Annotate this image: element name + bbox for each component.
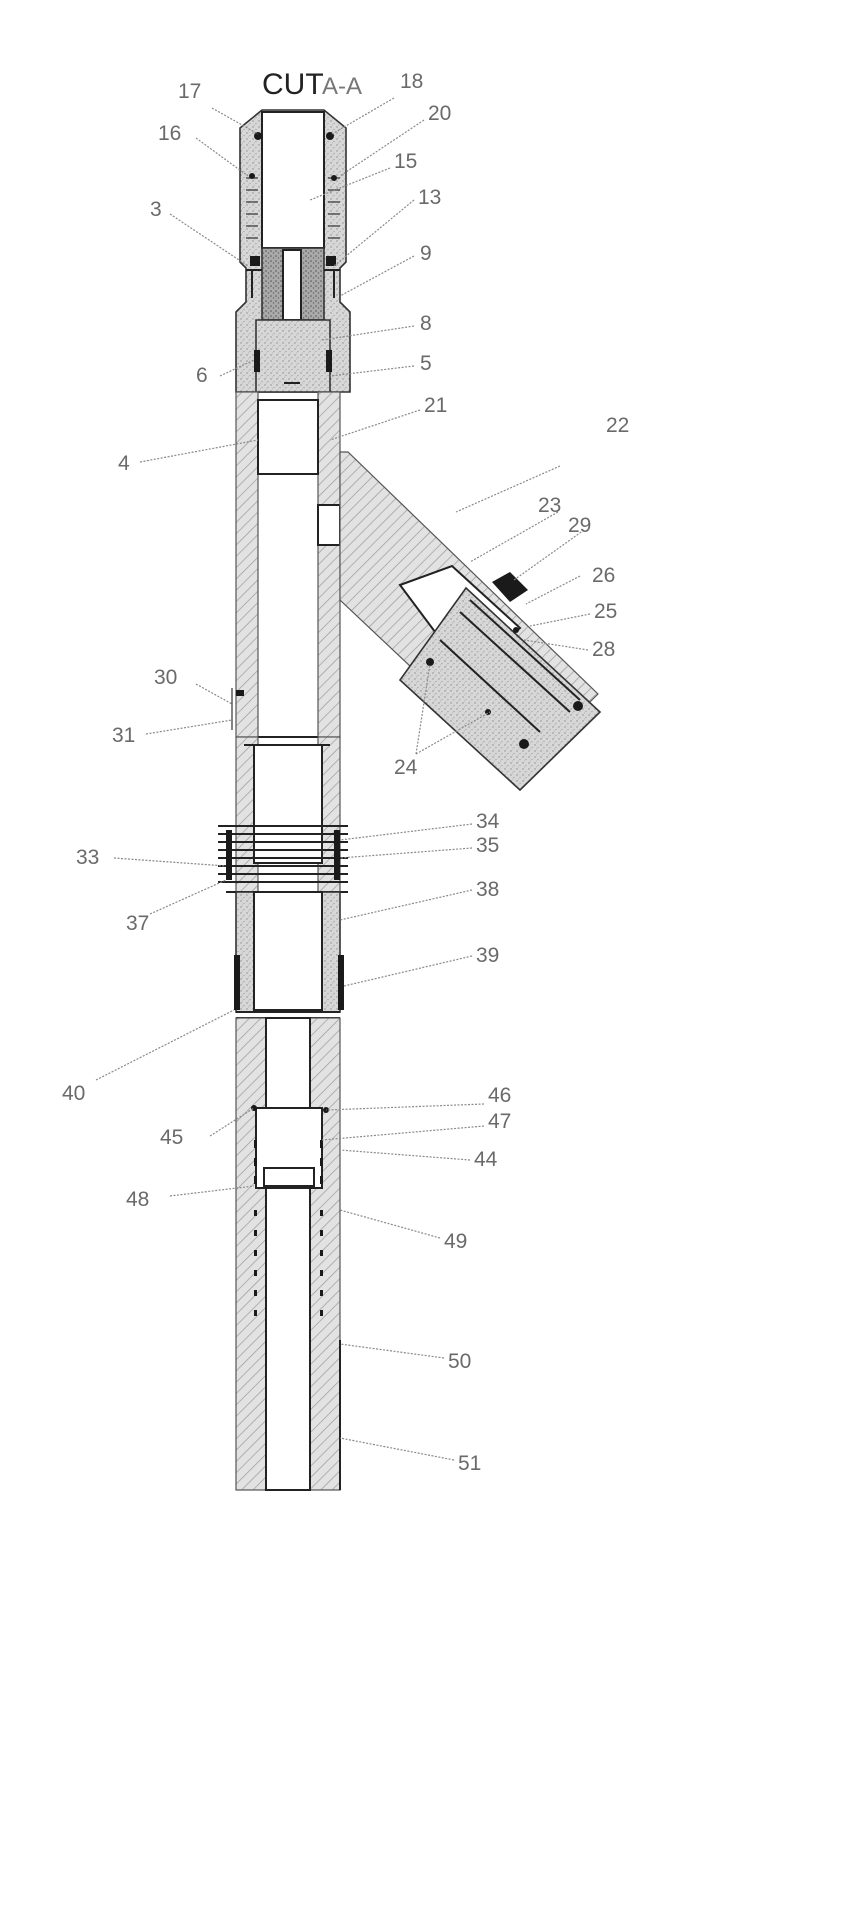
label-37: 37 (126, 912, 149, 935)
label-29: 29 (568, 514, 591, 537)
label-31: 31 (112, 724, 135, 747)
reference-numerals: 17 18 16 20 15 3 13 9 8 6 5 4 21 22 23 2… (62, 70, 629, 1475)
label-50: 50 (448, 1350, 471, 1373)
label-39: 39 (476, 944, 499, 967)
label-9: 9 (420, 242, 432, 265)
label-6: 6 (196, 364, 208, 387)
label-15: 15 (394, 150, 417, 173)
label-51: 51 (458, 1452, 481, 1475)
label-24: 24 (394, 756, 418, 779)
top-cap-assembly (236, 110, 350, 392)
title-section: A-A (322, 73, 362, 100)
label-20: 20 (428, 102, 451, 125)
label-33: 33 (76, 846, 99, 869)
label-46: 46 (488, 1084, 511, 1107)
label-44: 44 (474, 1148, 498, 1171)
label-28: 28 (592, 638, 615, 661)
label-5: 5 (420, 352, 432, 375)
label-3: 3 (150, 198, 162, 221)
label-30: 30 (154, 666, 177, 689)
label-49: 49 (444, 1230, 467, 1253)
label-34: 34 (476, 810, 500, 833)
label-25: 25 (594, 600, 617, 623)
label-40: 40 (62, 1082, 85, 1105)
label-16: 16 (158, 122, 181, 145)
label-22: 22 (606, 414, 629, 437)
label-26: 26 (592, 564, 615, 587)
label-38: 38 (476, 878, 499, 901)
label-17: 17 (178, 80, 201, 103)
label-48: 48 (126, 1188, 149, 1211)
main-body (218, 392, 348, 1490)
label-21: 21 (424, 394, 447, 417)
title-cut: CUT (262, 68, 324, 101)
label-47: 47 (488, 1110, 511, 1133)
label-23: 23 (538, 494, 561, 517)
label-45: 45 (160, 1126, 183, 1149)
label-4: 4 (118, 452, 130, 475)
label-8: 8 (420, 312, 432, 335)
label-13: 13 (418, 186, 441, 209)
label-18: 18 (400, 70, 423, 93)
label-35: 35 (476, 834, 499, 857)
